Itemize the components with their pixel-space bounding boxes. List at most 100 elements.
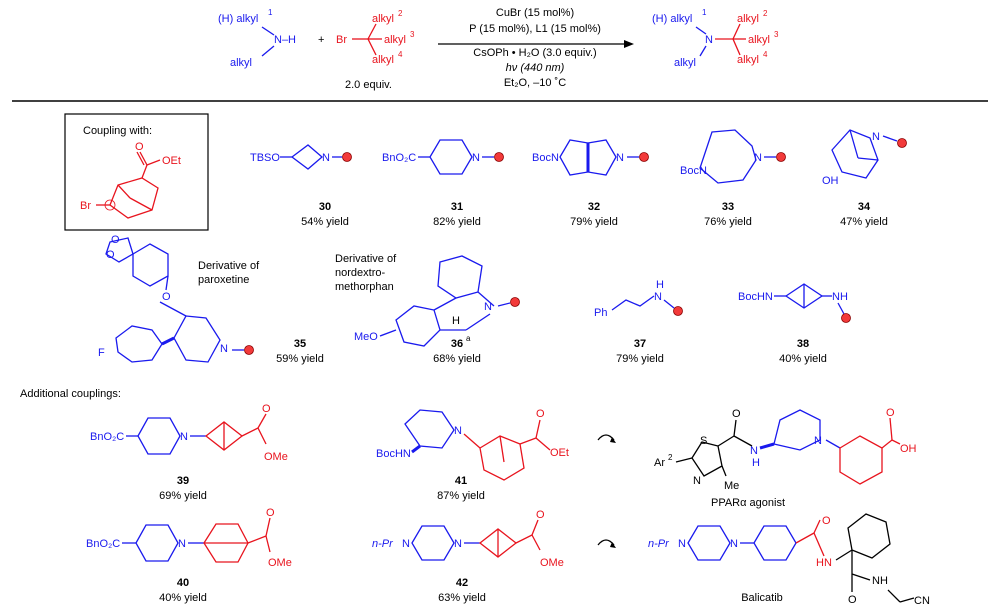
c35-note-2: paroxetine — [198, 274, 249, 286]
compound-30: TBSO N 30 54% yield — [250, 144, 352, 228]
attachment-dot — [841, 313, 851, 323]
general-product: (H) alkyl 1 N alkyl alkyl 2 alkyl 3 alky… — [652, 8, 779, 69]
c42-n2: N — [454, 538, 462, 550]
c36-id: 36 — [451, 338, 463, 350]
c30-id: 30 — [319, 201, 331, 213]
general-reaction: (H) alkyl 1 N–H alkyl + Br alkyl 2 alkyl… — [218, 7, 779, 91]
c30-tbso: TBSO — [250, 152, 280, 164]
reaction-arrow: CuBr (15 mol%) P (15 mol%), L1 (15 mol%)… — [438, 7, 634, 89]
c40-n: N — [178, 538, 186, 550]
c36-yield: 68% yield — [433, 353, 481, 365]
bal-nh: NH — [872, 575, 888, 587]
c42-npr: n-Pr — [372, 538, 394, 550]
coupling-title: Coupling with: — [83, 125, 152, 137]
compound-33: BocN N 33 76% yield — [680, 129, 786, 228]
c30-n: N — [322, 152, 330, 164]
ppar-h: H — [752, 457, 760, 469]
bal-o1: O — [822, 515, 831, 527]
c42-o: O — [536, 509, 545, 521]
box-o: O — [135, 141, 144, 153]
c41-oet: OEt — [550, 447, 569, 459]
attachment-dot — [897, 138, 907, 148]
c42-id: 42 — [456, 577, 468, 589]
c36-sup: a — [466, 334, 471, 343]
target-balicatib: n-Pr N N O HN O NH CN Balicatib — [648, 513, 930, 607]
sup-1: 1 — [268, 8, 273, 17]
c32-n: N — [616, 152, 624, 164]
compound-31: BnO₂C N 31 82% yield — [382, 139, 504, 228]
c35-yield: 59% yield — [276, 353, 324, 365]
bal-hn: HN — [816, 557, 832, 569]
box-oet: OEt — [162, 155, 181, 167]
product-sup-2: 2 — [763, 9, 768, 18]
c37-n: N — [654, 291, 662, 303]
c40-ome: OMe — [268, 557, 292, 569]
c36-h: H — [452, 315, 460, 327]
c41-id: 41 — [455, 475, 467, 487]
compound-37: Ph H N 37 79% yield — [594, 279, 683, 365]
c35-id: 35 — [294, 338, 306, 350]
ppar-me: Me — [724, 480, 739, 492]
product-sup-1: 1 — [702, 8, 707, 17]
product-alkyl2: alkyl — [737, 13, 759, 25]
c38-bochn: BocHN — [738, 291, 773, 303]
c35-o2: O — [106, 249, 115, 261]
c35-note-1: Derivative of — [198, 260, 260, 272]
product-alkyl: alkyl — [674, 57, 696, 69]
ppar-ar: Ar — [654, 457, 665, 469]
bromide-alkyl2: alkyl — [372, 13, 394, 25]
ppar-s: S — [700, 435, 707, 447]
ppar-n-pip: N — [814, 435, 822, 447]
bal-name: Balicatib — [741, 592, 783, 604]
c36-note-1: Derivative of — [335, 253, 397, 265]
product-n: N — [705, 34, 713, 46]
ppar-o-acid: O — [886, 407, 895, 419]
attachment-dot — [510, 297, 520, 307]
c39-n: N — [180, 431, 188, 443]
plus-sign: + — [318, 34, 324, 46]
c34-oh: OH — [822, 175, 839, 187]
c34-n: N — [872, 131, 880, 143]
attachment-dot — [673, 306, 683, 316]
c37-id: 37 — [634, 338, 646, 350]
c32-yield: 79% yield — [570, 216, 618, 228]
amine-alkyl: alkyl — [230, 57, 252, 69]
ppar-n-amide: N — [750, 445, 758, 457]
c31-yield: 82% yield — [433, 216, 481, 228]
amine-reagent: (H) alkyl 1 N–H alkyl — [218, 8, 296, 69]
c33-yield: 76% yield — [704, 216, 752, 228]
compound-42: n-Pr N N O OMe 42 63% yield — [372, 509, 564, 604]
target-ppar-agonist: Ar 2 S N Me O N H N O OH PPARα agonist — [654, 407, 917, 509]
c31-id: 31 — [451, 201, 463, 213]
product-alkyl3: alkyl — [748, 34, 770, 46]
compound-34: N OH 34 47% yield — [822, 129, 907, 228]
c42-ome: OMe — [540, 557, 564, 569]
c41-o: O — [536, 408, 545, 420]
compound-40: BnO₂C N O OMe 40 40% yield — [86, 507, 292, 604]
condition-3: CsOPh • H₂O (3.0 equiv.) — [473, 47, 596, 59]
ppar-oh: OH — [900, 443, 917, 455]
attachment-dot — [342, 152, 352, 162]
c38-nh: NH — [832, 291, 848, 303]
c42-yield: 63% yield — [438, 592, 486, 604]
product-sup-4: 4 — [763, 50, 768, 59]
attachment-dot — [776, 152, 786, 162]
additional-title: Additional couplings: — [20, 388, 121, 400]
c36-note-2: nordextro- — [335, 267, 385, 279]
c35-o3: O — [162, 291, 171, 303]
condition-2: P (15 mol%), L1 (15 mol%) — [469, 23, 601, 35]
compound-32: BocN N 32 79% yield — [532, 139, 649, 228]
bromide-br: Br — [336, 34, 347, 46]
ppar-n-ring: N — [693, 475, 701, 487]
compound-35: O O O N F Derivative of paroxetine 35 59… — [98, 234, 324, 365]
c41-yield: 87% yield — [437, 490, 485, 502]
c40-bno2c: BnO₂C — [86, 538, 120, 550]
c37-h: H — [656, 279, 664, 291]
c32-bocn: BocN — [532, 152, 559, 164]
c36-note-3: methorphan — [335, 281, 394, 293]
c32-id: 32 — [588, 201, 600, 213]
sup-3: 3 — [410, 30, 415, 39]
c39-id: 39 — [177, 475, 189, 487]
coupling-partner-box: Coupling with: O OEt Br — [64, 113, 209, 231]
c36-meo: MeO — [354, 331, 378, 343]
